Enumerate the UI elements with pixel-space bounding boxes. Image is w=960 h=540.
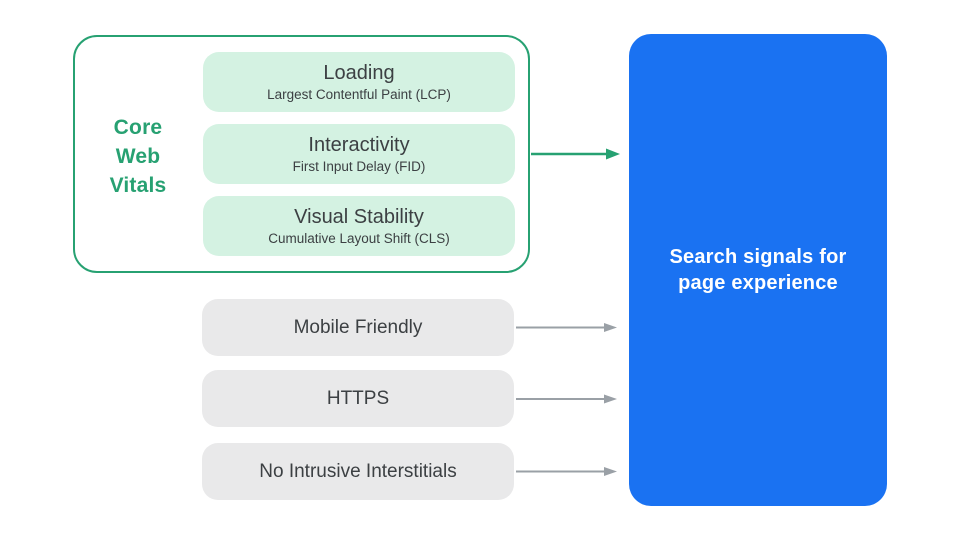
arrow-core-web-vitals	[531, 148, 620, 160]
signal-label-no-intrusive-interstitials: No Intrusive Interstitials	[259, 460, 457, 482]
vital-card-visual-stability: Visual Stability Cumulative Layout Shift…	[203, 196, 515, 256]
vital-title-visual-stability: Visual Stability	[294, 206, 424, 228]
vital-title-loading: Loading	[323, 62, 395, 84]
vital-card-loading: Loading Largest Contentful Paint (LCP)	[203, 52, 515, 112]
signal-label-https: HTTPS	[326, 387, 390, 409]
signal-card-mobile-friendly: Mobile Friendly	[202, 299, 514, 356]
arrow-mobile-friendly	[516, 323, 617, 332]
arrow-no-intrusive-interstitials	[516, 467, 617, 476]
core-web-vitals-label-line2: Web	[115, 145, 161, 168]
search-signals-label: Search signals for page experience	[669, 246, 847, 294]
signal-card-no-intrusive-interstitials: No Intrusive Interstitials	[202, 443, 514, 500]
search-signals-box: Search signals for page experience	[629, 34, 887, 506]
arrow-https	[516, 394, 617, 404]
vital-subtitle-fid: First Input Delay (FID)	[292, 159, 426, 174]
vital-subtitle-cls: Cumulative Layout Shift (CLS)	[268, 231, 450, 246]
core-web-vitals-label-line3: Vitals	[109, 174, 167, 197]
vital-card-interactivity: Interactivity First Input Delay (FID)	[203, 124, 515, 184]
vital-subtitle-lcp: Largest Contentful Paint (LCP)	[267, 87, 451, 102]
signal-card-https: HTTPS	[202, 370, 514, 427]
vital-title-interactivity: Interactivity	[308, 134, 410, 156]
core-web-vitals-label-line1: Core	[113, 116, 163, 139]
signal-label-mobile-friendly: Mobile Friendly	[293, 316, 423, 338]
core-web-vitals-label: Core Web Vitals	[80, 113, 196, 200]
